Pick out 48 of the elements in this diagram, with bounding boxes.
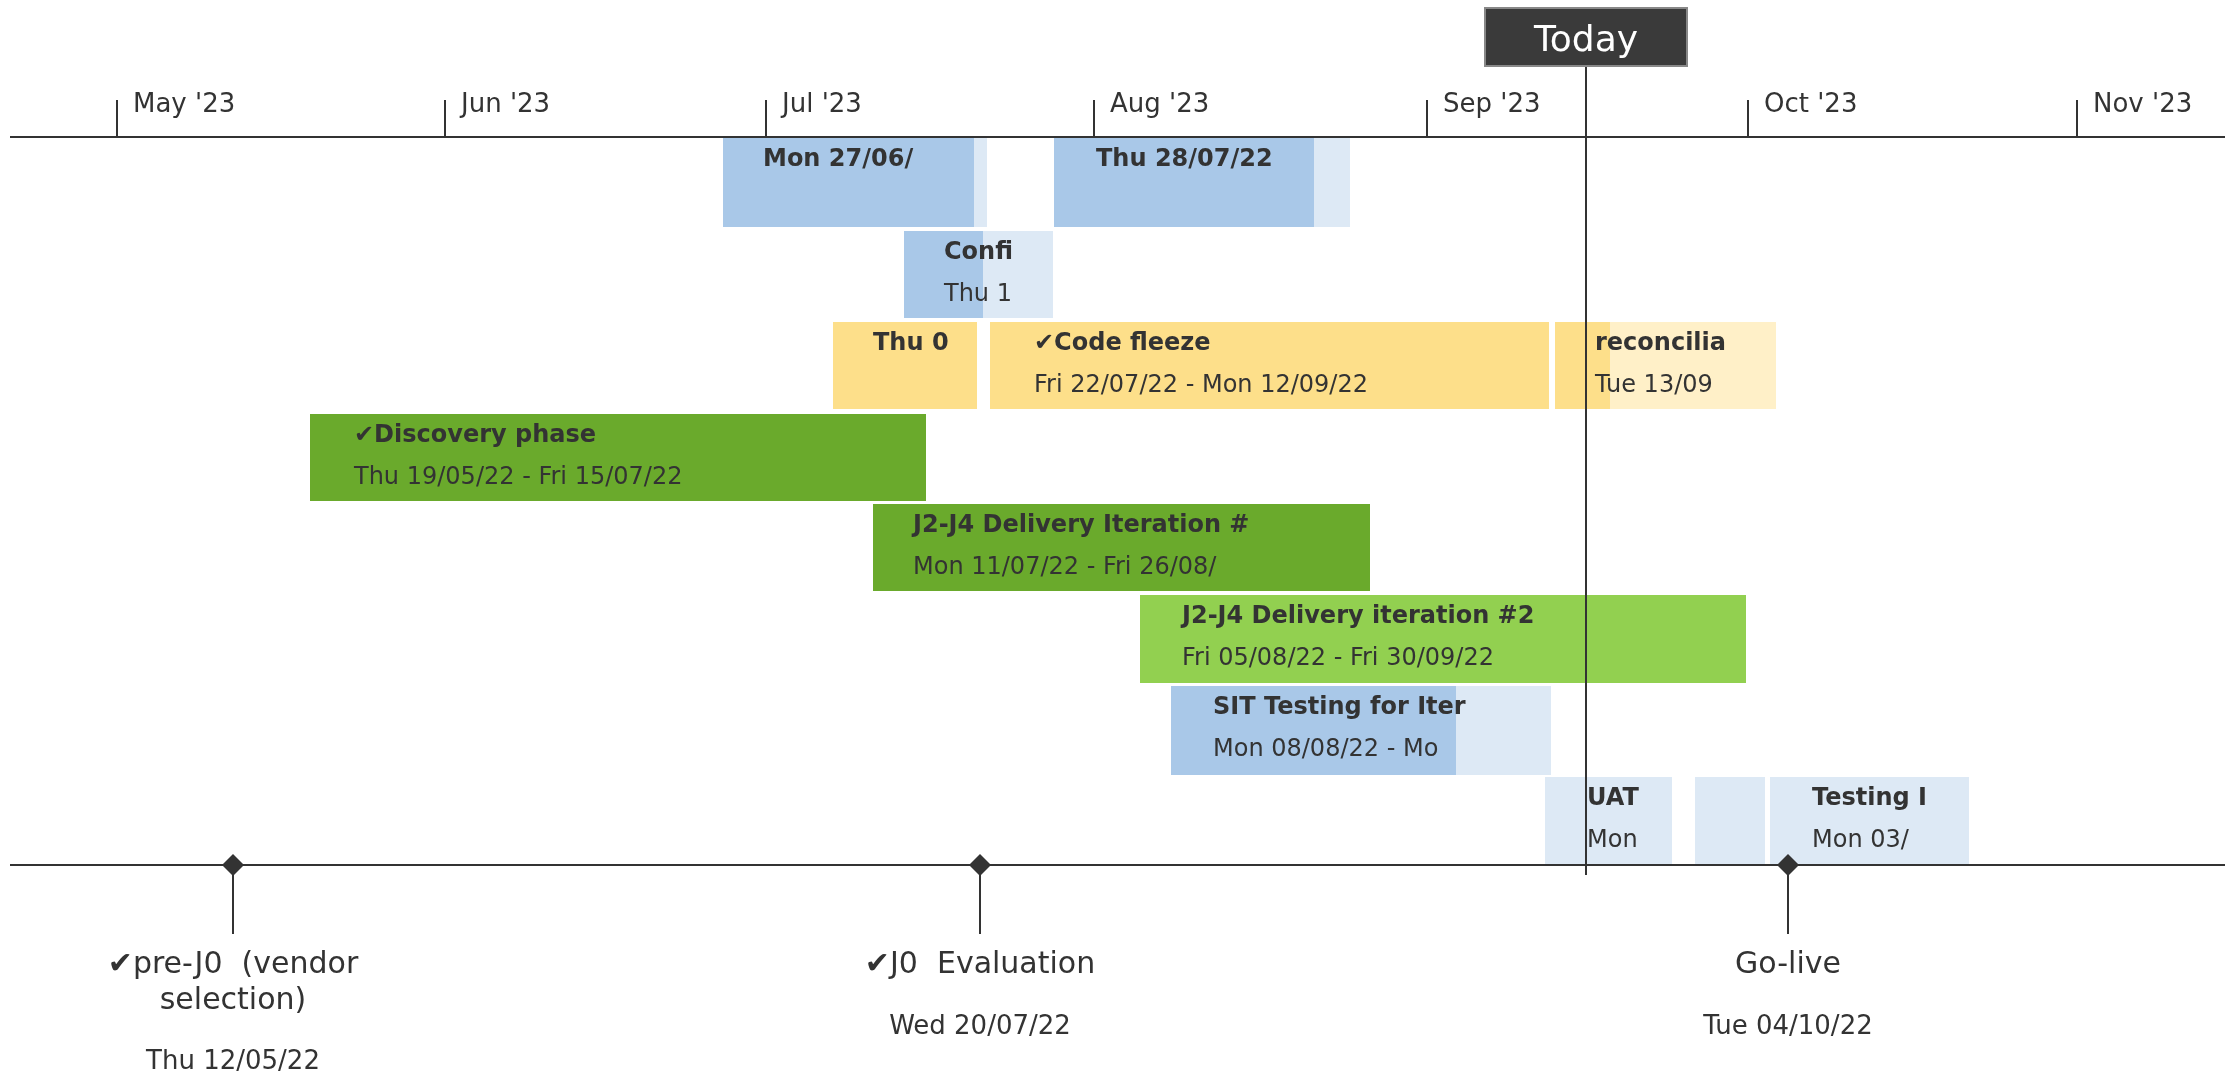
milestone-date: Tue 04/10/22 [1702,1010,1874,1040]
task-title: reconcilia [1595,328,1726,356]
task-dates: Mon 08/08/22 - Mo [1213,734,1439,762]
task-dates: Mon [1587,825,1638,853]
task-dates: Tue 13/09 [1595,370,1713,398]
month-label: Aug '23 [1110,88,1210,118]
task-title: Testing I [1812,783,1927,811]
month-label: Nov '23 [2093,88,2193,118]
task-dates: Thu 1 [944,279,1012,307]
task-bar [1545,777,1672,864]
task-bar [1140,595,1746,683]
task-title: Thu 28/07/22 [1096,144,1273,172]
task-dates: Fri 22/07/22 - Mon 12/09/22 [1034,370,1368,398]
task-bar [904,231,1053,318]
task-dates: Mon 03/ [1812,825,1909,853]
month-label: Sep '23 [1443,88,1541,118]
task-bar [1695,777,1765,864]
today-label: Today [1484,7,1688,67]
task-title: J2-J4 Delivery iteration #2 [1182,601,1535,629]
task-bar [1171,686,1551,775]
task-title: Thu 0 [873,328,949,356]
task-bar [833,322,977,409]
month-label: Oct '23 [1764,88,1858,118]
task-bar [310,414,926,501]
milestone-label: Go-live [1734,945,1842,981]
task-title: SIT Testing for Iter [1213,692,1466,720]
task-title: UAT [1587,783,1639,811]
milestone-label: ✔J0 Evaluation [863,945,1097,981]
task-title: Mon 27/06/ [763,144,914,172]
task-dates: Mon 11/07/22 - Fri 26/08/ [913,552,1217,580]
month-label: Jun '23 [461,88,551,118]
task-bar [990,322,1549,409]
task-bar [1770,777,1969,864]
task-title: ✔Discovery phase [354,420,597,448]
month-label: Jul '23 [782,88,862,118]
milestone-label: ✔pre-J0 (vendor selection) [106,945,360,1017]
task-bar [873,504,1370,591]
task-title: ✔Code fleeze [1034,328,1211,356]
milestone-date: Thu 12/05/22 [145,1045,321,1075]
task-bar [723,138,987,227]
task-title: Confi [944,237,1013,265]
milestone-date: Wed 20/07/22 [888,1010,1072,1040]
task-dates: Thu 19/05/22 - Fri 15/07/22 [354,462,683,490]
task-dates: Fri 05/08/22 - Fri 30/09/22 [1182,643,1494,671]
task-title: J2-J4 Delivery Iteration # [913,510,1250,538]
task-bar [1555,322,1776,409]
task-bar [1054,138,1350,227]
month-label: May '23 [133,88,236,118]
